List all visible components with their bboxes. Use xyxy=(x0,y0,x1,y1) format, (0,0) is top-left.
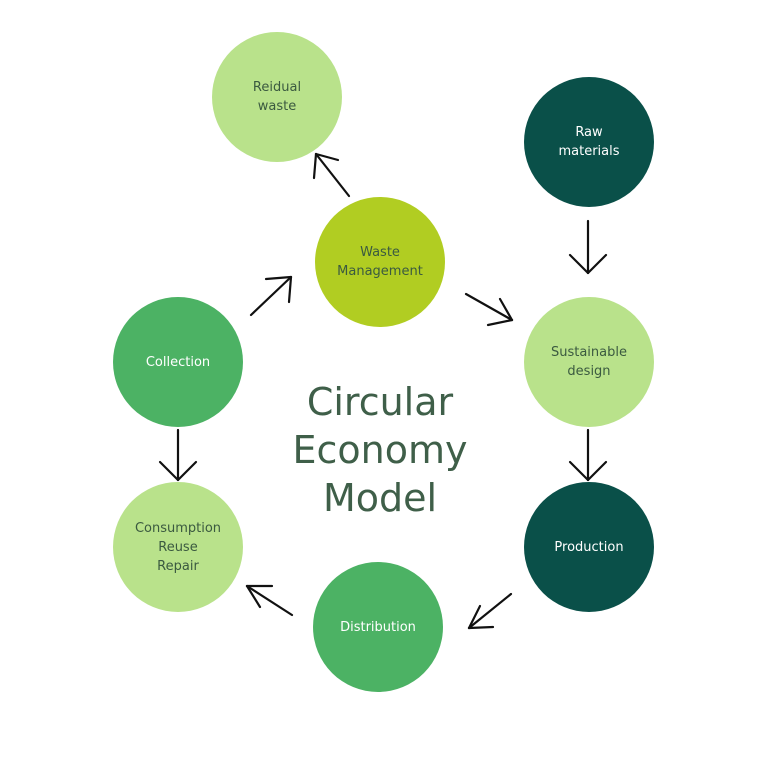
arrow-collection-to-consumption xyxy=(158,428,198,482)
node-consumption: Consumption Reuse Repair xyxy=(113,482,243,612)
arrow-raw-to-sustainable xyxy=(568,219,608,275)
node-consumption-label: Consumption Reuse Repair xyxy=(134,520,222,574)
node-collection-label: Collection xyxy=(145,354,211,370)
arrow-sustainable-to-production xyxy=(568,428,608,482)
node-sustainable-design-label: Sustainable design xyxy=(550,345,627,379)
diagram-title: Circular Economy Model xyxy=(292,380,468,520)
node-sustainable-design: Sustainable design xyxy=(524,297,654,427)
node-collection: Collection xyxy=(113,297,243,427)
node-distribution: Distribution xyxy=(313,562,443,692)
node-production-label: Production xyxy=(554,539,624,555)
arrow-distribution-to-consumption xyxy=(245,584,294,617)
arrow-waste-to-residual xyxy=(312,152,351,198)
node-residual-waste-label: Reidual waste xyxy=(252,80,302,114)
arrow-waste-to-sustainable xyxy=(464,292,514,327)
node-raw-materials: Raw materials xyxy=(524,77,654,207)
node-production: Production xyxy=(524,482,654,612)
node-residual-waste: Reidual waste xyxy=(212,32,342,162)
arrow-production-to-distribution xyxy=(467,592,513,630)
node-distribution-label: Distribution xyxy=(340,619,416,635)
node-waste-management: Waste Management xyxy=(315,197,445,327)
node-waste-management-label: Waste Management xyxy=(337,245,423,279)
node-raw-materials-label: Raw materials xyxy=(558,125,620,159)
arrow-collection-to-waste xyxy=(249,275,293,317)
